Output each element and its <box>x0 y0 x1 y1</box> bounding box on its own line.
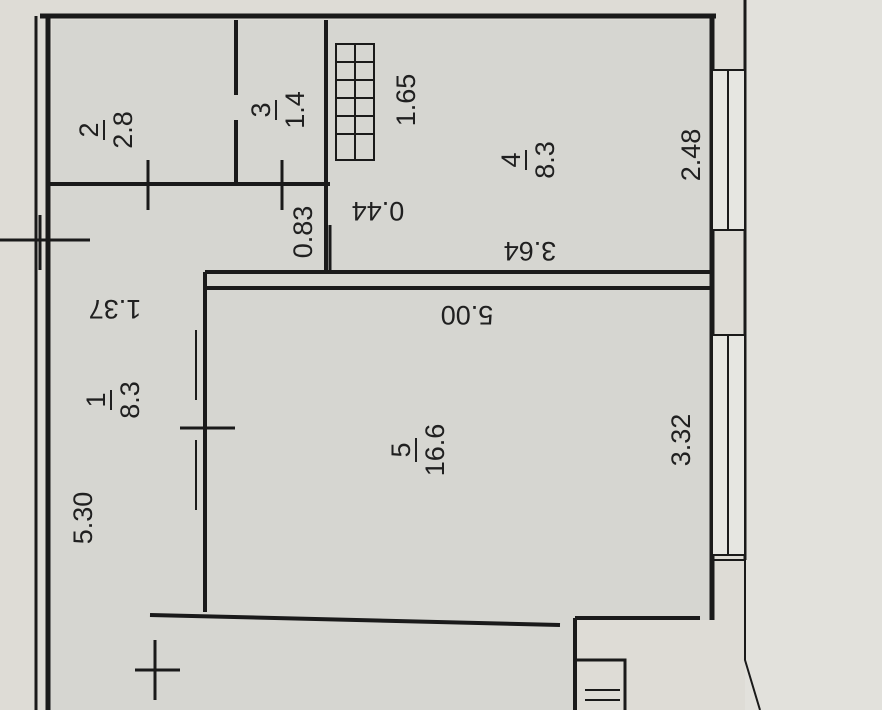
room-5-area: 16.6 <box>420 424 450 477</box>
room-2-area: 2.8 <box>108 111 138 149</box>
dim-room5-length: 5.00 <box>441 300 494 330</box>
dim-room5-width: 3.32 <box>666 414 696 467</box>
dim-room4-length: 3.64 <box>504 236 557 266</box>
room-1-number: 1 <box>81 392 111 407</box>
room-3-area: 1.4 <box>280 91 310 129</box>
room-4-label: 4 8.3 <box>496 141 560 179</box>
wall-room5-bottom <box>149 613 561 627</box>
dim-room4-width: 2.48 <box>676 129 706 182</box>
room-4-area: 8.3 <box>530 141 560 179</box>
outer-corner <box>712 559 761 710</box>
dim-room3-width: 1.65 <box>391 74 421 127</box>
dim-corridor-width: 1.37 <box>89 294 142 324</box>
room-1-label: 1 8.3 <box>81 381 145 419</box>
outer-area-right <box>745 0 882 710</box>
room-5-label: 5 16.6 <box>386 424 450 477</box>
room-1-area: 8.3 <box>115 381 145 419</box>
room-4-number: 4 <box>496 152 526 167</box>
room-2-number: 2 <box>74 122 104 137</box>
room-3-label: 3 1.4 <box>246 91 310 129</box>
room-3-number: 3 <box>246 102 276 117</box>
apartment-floor <box>50 20 712 710</box>
dim-small-a: 0.83 <box>288 206 318 259</box>
vent-grid <box>335 43 375 161</box>
stair-outline <box>575 658 627 710</box>
room-2-label: 2 2.8 <box>74 111 138 149</box>
dim-left-height: 5.30 <box>68 492 98 545</box>
dim-small-b: 0.44 <box>352 196 405 226</box>
room-5-number: 5 <box>386 442 416 457</box>
